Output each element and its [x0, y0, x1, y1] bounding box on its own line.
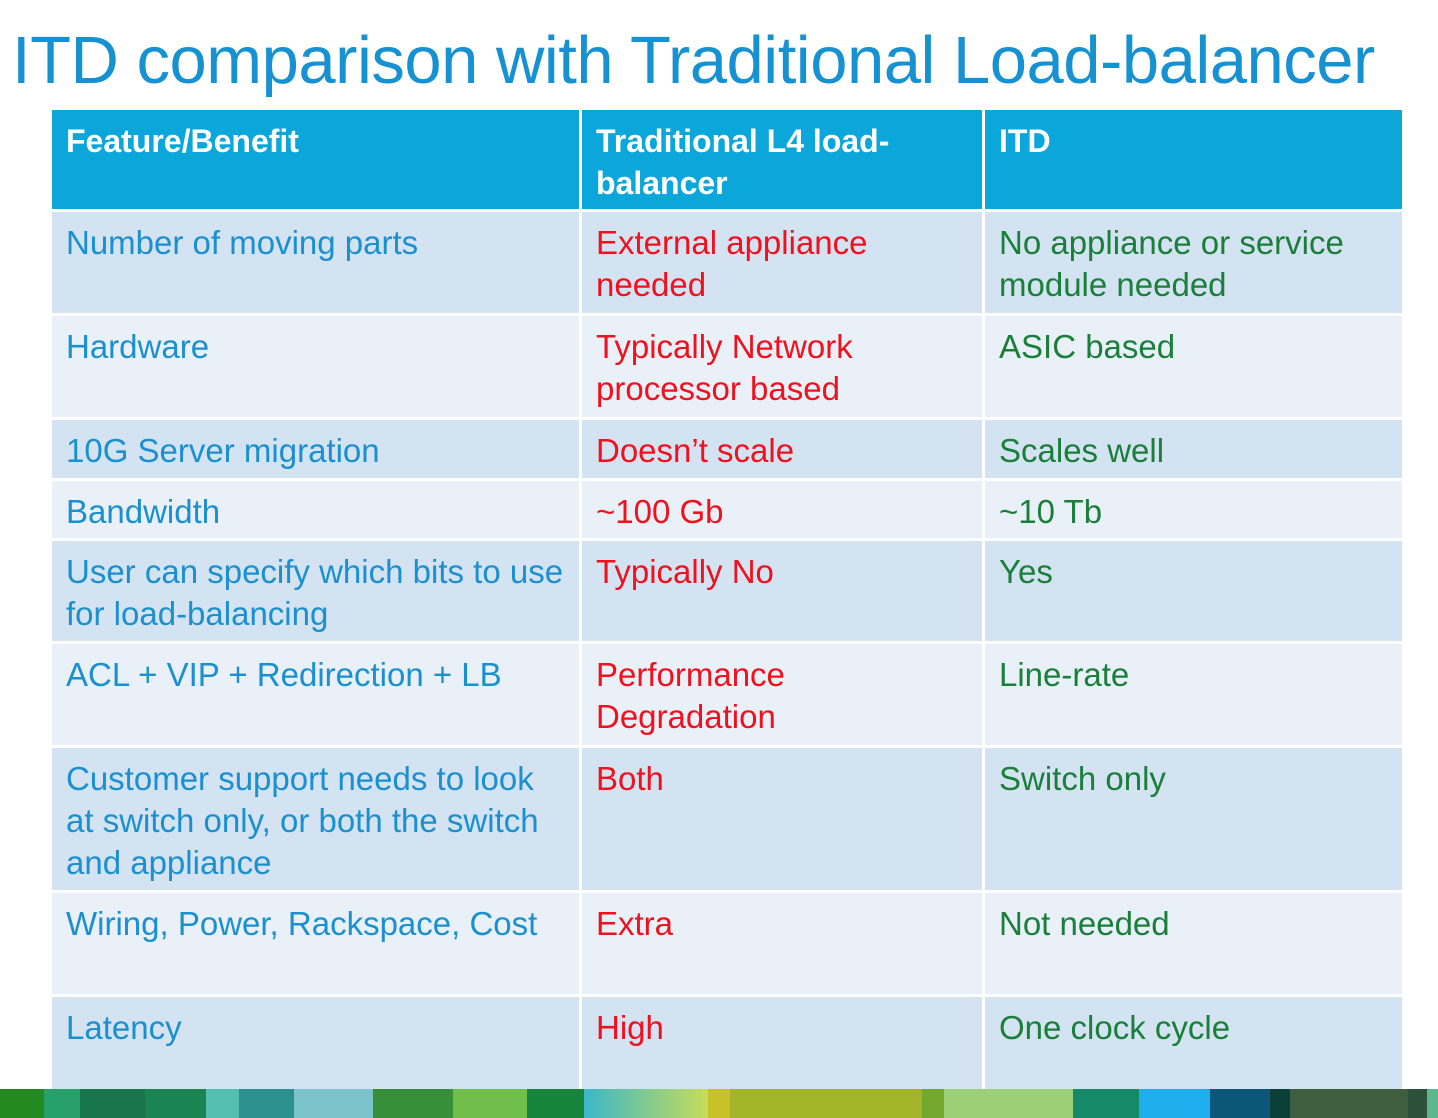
stripe-segment [452, 1089, 527, 1118]
stripe-segment [238, 1089, 294, 1118]
cell-traditional: External appliance needed [582, 212, 982, 313]
cell-traditional: Doesn’t scale [582, 420, 982, 478]
stripe-segment [79, 1089, 146, 1118]
cell-feature: 10G Server migration [52, 420, 579, 478]
cell-feature: Number of moving parts [52, 212, 579, 313]
cell-itd: Scales well [985, 420, 1402, 478]
cell-itd: No appliance or service module needed [985, 212, 1402, 313]
comparison-table: Feature/Benefit Traditional L4 load-bala… [49, 107, 1405, 1100]
stripe-segment [707, 1089, 730, 1118]
decorative-color-stripe [0, 1089, 1438, 1118]
stripe-segment [205, 1089, 239, 1118]
cell-feature: User can specify which bits to use for l… [52, 541, 579, 641]
table-row: Bandwidth~100 Gb~10 Tb [52, 481, 1402, 538]
stripe-segment [0, 1089, 44, 1118]
cell-itd: One clock cycle [985, 997, 1402, 1097]
stripe-segment [1289, 1089, 1408, 1118]
cell-itd: ~10 Tb [985, 481, 1402, 538]
cell-feature: Wiring, Power, Rackspace, Cost [52, 893, 579, 994]
cell-feature: ACL + VIP + Redirection + LB [52, 644, 579, 745]
table-row: User can specify which bits to use for l… [52, 541, 1402, 641]
stripe-segment [145, 1089, 206, 1118]
stripe-segment [1210, 1089, 1271, 1118]
stripe-segment [1138, 1089, 1211, 1118]
stripe-segment [1072, 1089, 1139, 1118]
stripe-segment [1407, 1089, 1427, 1118]
stripe-segment [1426, 1089, 1438, 1118]
stripe-segment [526, 1089, 585, 1118]
cell-itd: Yes [985, 541, 1402, 641]
stripe-segment [293, 1089, 374, 1118]
cell-traditional: Extra [582, 893, 982, 994]
stripe-segment [1270, 1089, 1290, 1118]
stripe-segment [43, 1089, 80, 1118]
stripe-segment [922, 1089, 944, 1118]
cell-traditional: Both [582, 748, 982, 890]
table-row: Customer support needs to look at switch… [52, 748, 1402, 890]
cell-traditional: Typically No [582, 541, 982, 641]
stripe-segment [943, 1089, 1073, 1118]
cell-traditional: Typically Network processor based [582, 316, 982, 417]
cell-itd: Not needed [985, 893, 1402, 994]
slide-title: ITD comparison with Traditional Load-bal… [12, 23, 1375, 98]
cell-feature: Hardware [52, 316, 579, 417]
cell-itd: ASIC based [985, 316, 1402, 417]
stripe-segment [584, 1089, 708, 1118]
header-itd: ITD [985, 110, 1402, 209]
table-header-row: Feature/Benefit Traditional L4 load-bala… [52, 110, 1402, 209]
cell-feature: Latency [52, 997, 579, 1097]
cell-traditional: High [582, 997, 982, 1097]
cell-itd: Line-rate [985, 644, 1402, 745]
cell-traditional: Performance Degradation [582, 644, 982, 745]
stripe-segment [729, 1089, 922, 1118]
cell-traditional: ~100 Gb [582, 481, 982, 538]
cell-itd: Switch only [985, 748, 1402, 890]
cell-feature: Customer support needs to look at switch… [52, 748, 579, 890]
stripe-segment [373, 1089, 453, 1118]
header-traditional: Traditional L4 load-balancer [582, 110, 982, 209]
cell-feature: Bandwidth [52, 481, 579, 538]
header-feature: Feature/Benefit [52, 110, 579, 209]
